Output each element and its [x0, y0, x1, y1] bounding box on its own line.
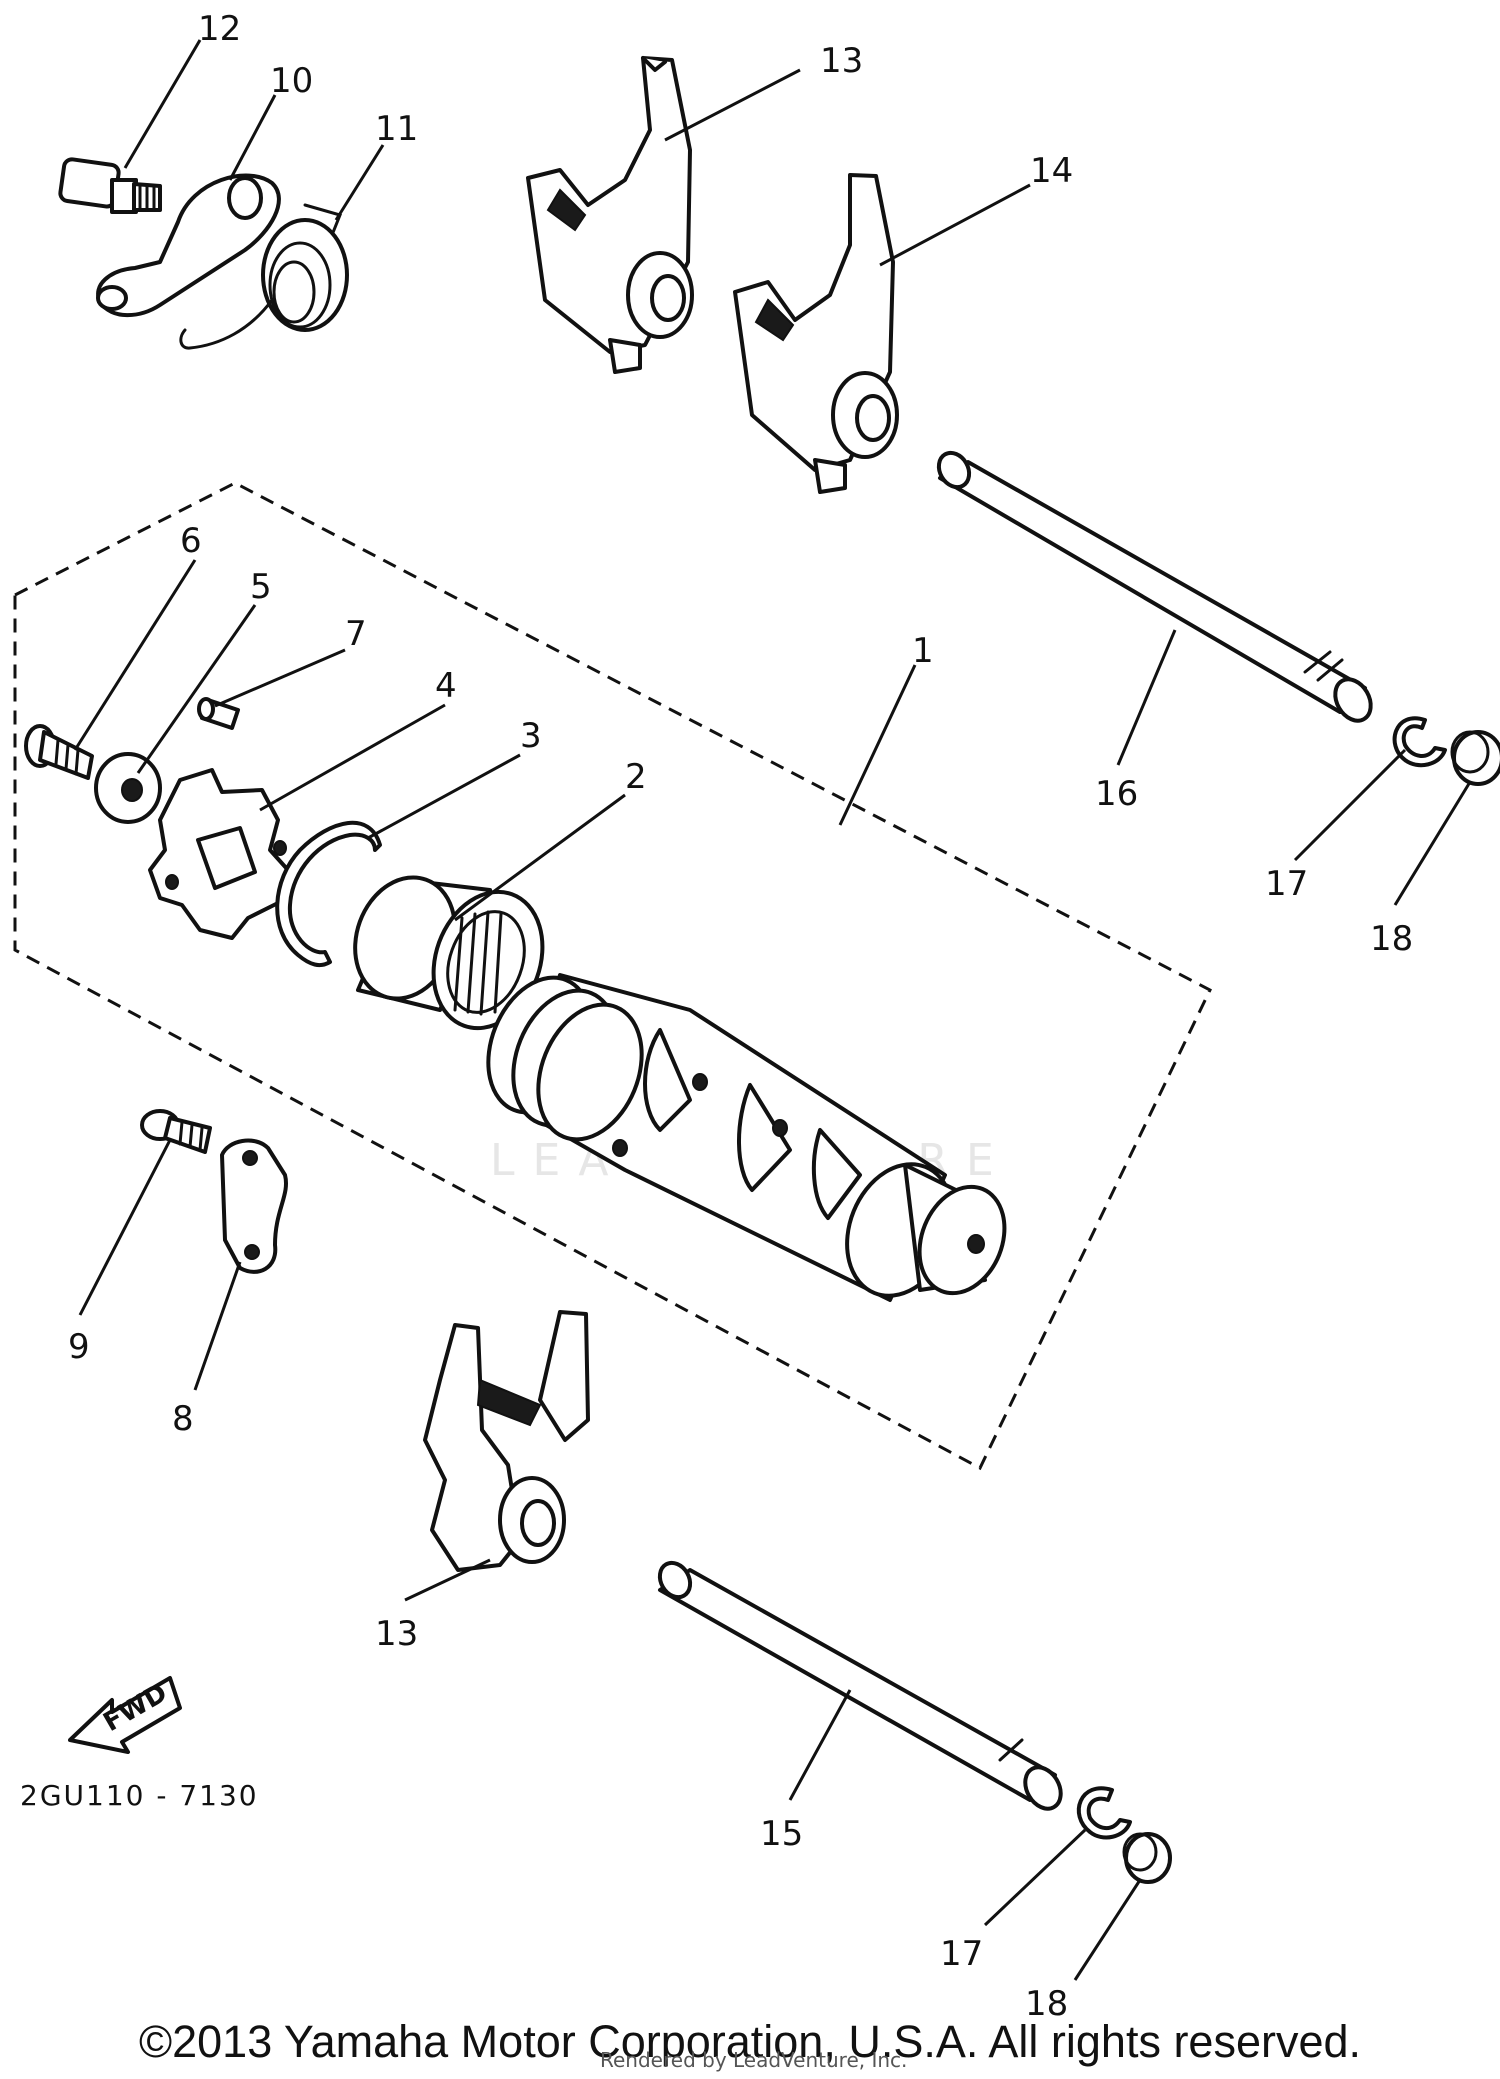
- screw-9: [140, 1109, 212, 1154]
- callout-8: 8: [172, 1399, 194, 1439]
- rendered-by-note: Rendered by LeadVenture, Inc.: [600, 2048, 908, 2072]
- callout-12: 12: [198, 9, 241, 49]
- callout-5: 5: [250, 567, 272, 607]
- callout-4: 4: [435, 666, 457, 706]
- forward-direction-arrow: FWD: [68, 1676, 182, 1754]
- cap-18-bottom: [1122, 1832, 1172, 1884]
- cap-18-top: [1450, 730, 1500, 786]
- callout-7: 7: [345, 614, 367, 654]
- screw-6: [24, 724, 94, 780]
- callout-3: 3: [520, 716, 542, 756]
- dowel-pin-7: [197, 697, 240, 730]
- washer-5: [94, 752, 162, 824]
- diagram-code: 2GU110 - 7130: [20, 1779, 259, 1812]
- callout-10: 10: [270, 61, 313, 101]
- guide-bar-15: [657, 1560, 1063, 1811]
- callout-14: 14: [1030, 151, 1073, 191]
- callout-9: 9: [68, 1327, 90, 1367]
- circlip-17-top: [1392, 716, 1447, 768]
- callout-13-bottom: 13: [375, 1614, 418, 1654]
- assembly-boundary: [13, 481, 1212, 1471]
- copyright-notice: ©2013 Yamaha Motor Corporation, U.S.A. A…: [138, 2016, 1362, 2067]
- shift-fork-13-bottom: [423, 1310, 590, 1572]
- stopper-plate-8: [220, 1138, 288, 1274]
- callout-17-top: 17: [1265, 864, 1308, 904]
- guide-bar-16: [936, 450, 1373, 723]
- leader-lines: [73, 39, 1472, 1981]
- callout-2: 2: [625, 757, 647, 797]
- torsion-spring-11: [179, 203, 349, 350]
- circlip-3: [275, 820, 382, 968]
- callout-17-bottom: 17: [940, 1934, 983, 1974]
- shift-fork-14: [733, 173, 899, 494]
- callout-16: 16: [1095, 774, 1138, 814]
- shift-drum: [486, 973, 1007, 1302]
- segment-4: [148, 768, 290, 940]
- callout-15: 15: [760, 1814, 803, 1854]
- callout-13-top: 13: [820, 41, 863, 81]
- circlip-17-bottom: [1077, 1786, 1132, 1840]
- shift-fork-13-top: [526, 56, 694, 374]
- callout-1: 1: [912, 631, 934, 671]
- bolt-12: [58, 157, 162, 214]
- callout-11: 11: [375, 109, 418, 149]
- stopper-lever-10: [96, 173, 281, 318]
- callout-6: 6: [180, 521, 202, 561]
- callout-18-top: 18: [1370, 919, 1413, 959]
- callout-18-bottom: 18: [1025, 1984, 1068, 2024]
